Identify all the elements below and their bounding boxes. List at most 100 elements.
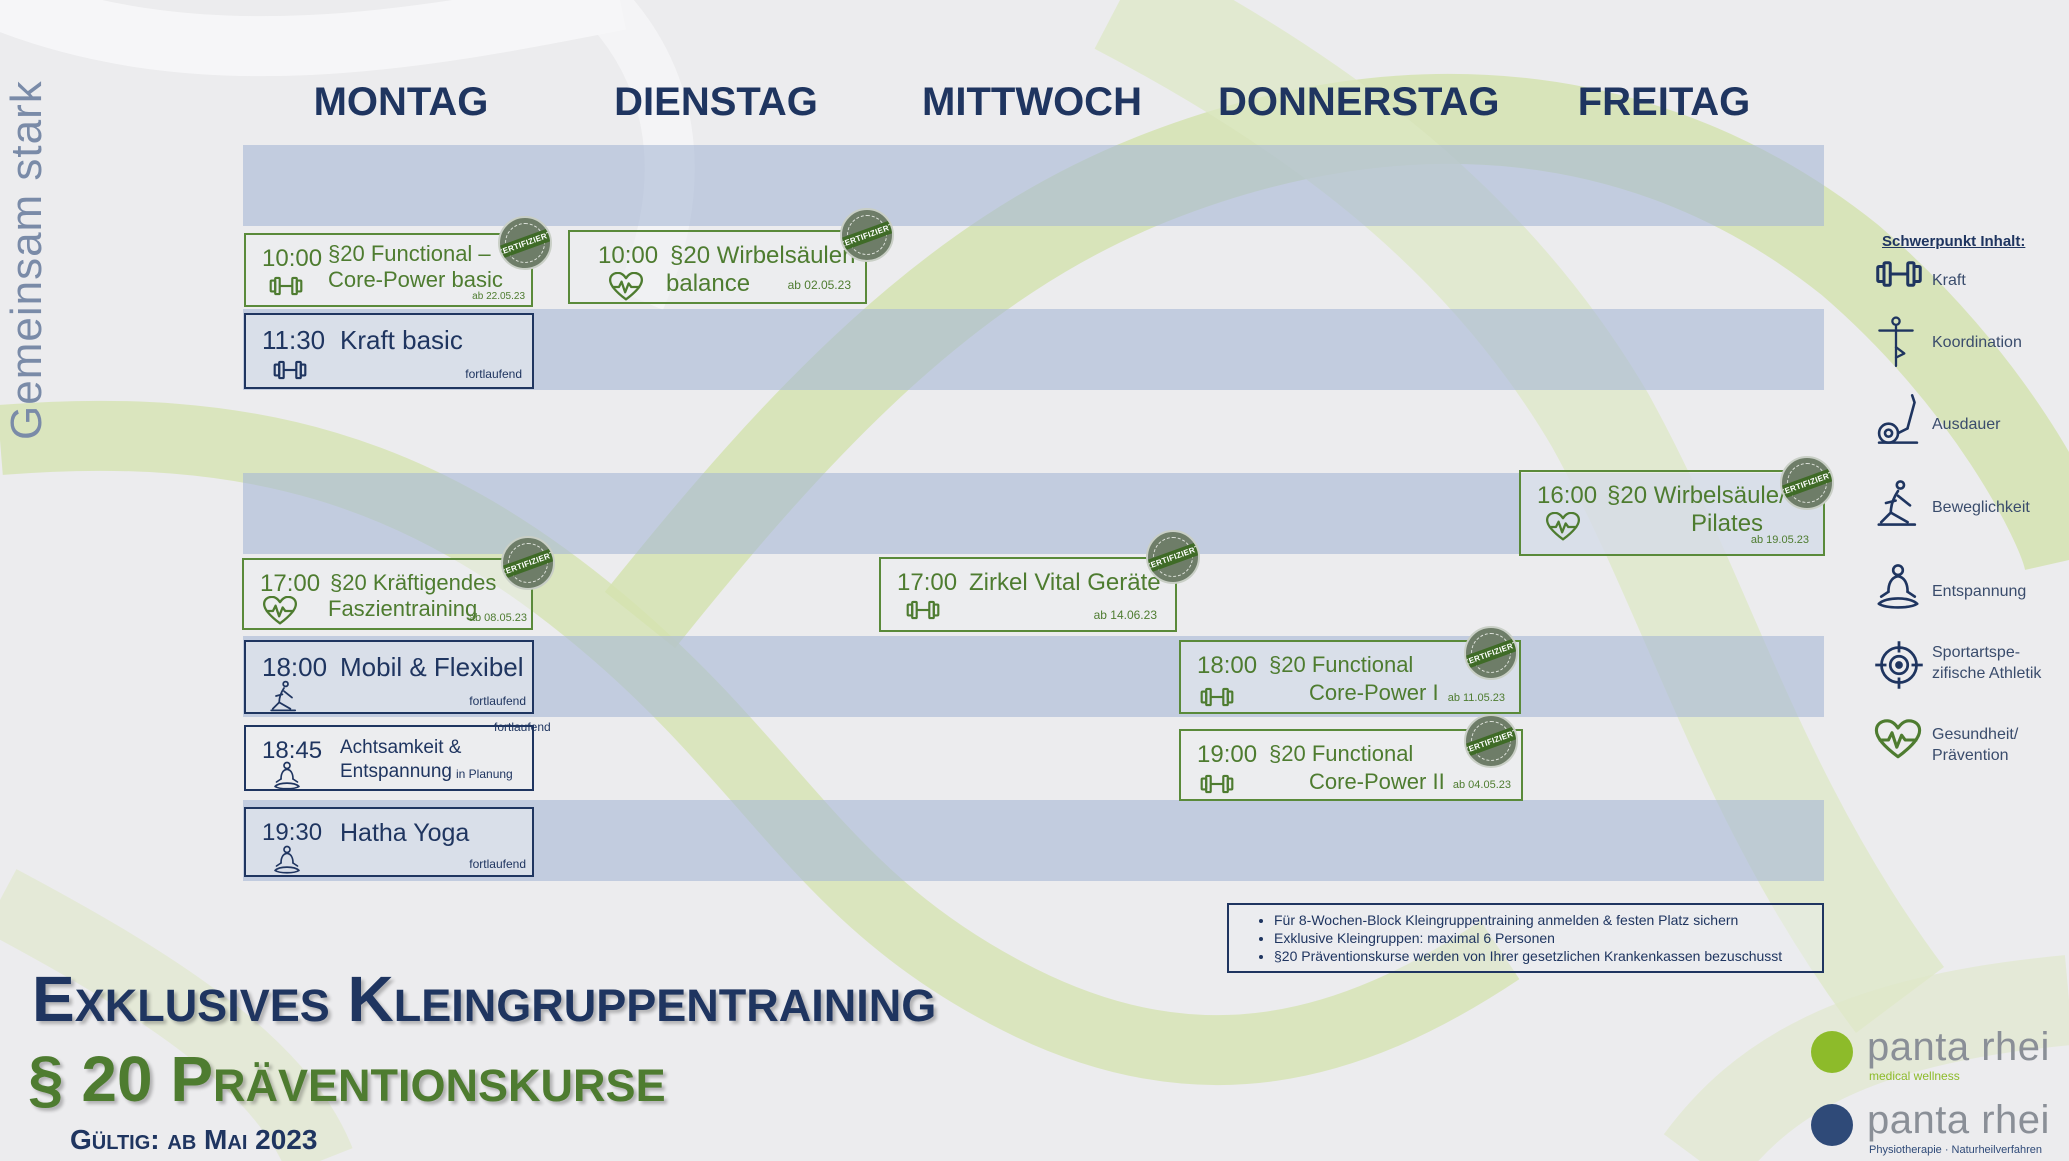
legend-label: Sportartspe- zifische Athletik xyxy=(1932,644,2042,682)
course-time: 16:00 xyxy=(1537,482,1598,509)
logo-name: panta rhei xyxy=(1867,1098,2050,1142)
balance-pose-icon xyxy=(1874,316,1918,368)
course-title: balance xyxy=(666,270,751,297)
logo-physiotherapie: panta rhei Physiotherapie · Naturheilver… xyxy=(1811,1098,2069,1158)
course-title: Entspannung xyxy=(340,761,452,782)
course-title: §20 Wirbelsäule/ xyxy=(1607,482,1786,509)
course-time: 10:00 xyxy=(262,245,323,272)
course-title: Zirkel Vital Geräte xyxy=(969,569,1161,596)
course-time: 18:00 xyxy=(262,652,328,682)
course-start-note: in Planung xyxy=(456,767,513,781)
meditation-icon xyxy=(272,761,302,791)
day-header-tuesday: DIENSTAG xyxy=(614,80,818,124)
course-title: Faszientraining xyxy=(328,596,478,621)
legend-label: Gesundheit/ Prävention xyxy=(1932,726,2019,764)
dumbbell-icon xyxy=(268,275,304,297)
certified-stamp: ZERTIFIZIERT xyxy=(840,208,894,262)
elliptical-trainer-icon xyxy=(1874,393,1922,445)
dumbbell-icon xyxy=(272,359,308,381)
course-start-note: ab 04.05.23 xyxy=(1452,779,1511,791)
certified-stamp: ZERTIFIZIERT xyxy=(501,536,555,590)
target-icon xyxy=(1874,640,1924,690)
course-title: Core-Power basic xyxy=(328,267,503,292)
course-card[interactable]: 18:00 Mobil & Flexibel fortlaufend xyxy=(244,640,534,714)
course-start-note: ab 11.05.23 xyxy=(1447,692,1505,704)
course-start-note: ab 22.05.23 xyxy=(472,291,525,302)
course-time: 18:00 xyxy=(1197,652,1258,679)
headline-sub: § 20 Präventionskurse xyxy=(28,1043,666,1115)
course-card[interactable]: 18:00 §20 Functional Core-Power I ab 11.… xyxy=(1179,640,1521,714)
day-header-thursday: DONNERSTAG xyxy=(1218,80,1500,124)
dumbbell-icon xyxy=(1874,258,1924,290)
heart-pulse-icon xyxy=(260,596,300,626)
day-header-monday: MONTAG xyxy=(313,80,489,124)
course-card[interactable]: 19:30 Hatha Yoga fortlaufend xyxy=(244,807,534,877)
day-header-friday: FREITAG xyxy=(1577,80,1751,124)
validity-note: Gültig: ab Mai 2023 xyxy=(70,1124,318,1155)
info-item: §20 Präventionskurse werden von Ihrer ge… xyxy=(1274,947,1822,965)
course-title: §20 Functional xyxy=(1269,652,1414,677)
stretch-icon xyxy=(268,680,300,712)
course-start-note: fortlaufend xyxy=(469,694,526,708)
logo-medical-wellness: panta rhei medical wellness xyxy=(1811,1025,2069,1085)
legend-item: Kraft xyxy=(1874,258,2064,314)
course-card[interactable]: 17:00 Zirkel Vital Geräte ab 14.06.23 xyxy=(879,557,1177,632)
course-card[interactable]: 10:00 §20 Wirbelsäulen- balance ab 02.05… xyxy=(568,230,867,304)
time-band xyxy=(243,145,1824,226)
course-start-note: fortlaufend xyxy=(465,367,522,381)
legend-item: Sportartspe- zifische Athletik xyxy=(1874,640,2064,696)
course-start-note: fortlaufend xyxy=(469,857,526,871)
course-start-note: ab 14.06.23 xyxy=(1093,608,1157,622)
headline-main: Exklusives Kleingruppentraining xyxy=(32,963,937,1035)
legend-item: Beweglichkeit xyxy=(1874,477,2064,533)
course-time: 19:30 xyxy=(262,819,323,846)
course-card[interactable]: 17:00 §20 Kräftigendes Faszientraining a… xyxy=(242,558,533,630)
course-time: 11:30 xyxy=(262,325,326,355)
logo-name: panta rhei xyxy=(1867,1025,2050,1069)
heart-pulse-icon xyxy=(606,272,646,302)
info-box: Für 8-Wochen-Block Kleingruppentraining … xyxy=(1227,903,1824,973)
course-time: 18:45 xyxy=(262,737,323,764)
course-title: Core-Power II xyxy=(1309,769,1445,794)
legend-title: Schwerpunkt Inhalt: xyxy=(1882,233,2026,250)
course-start-note: ab 02.05.23 xyxy=(787,278,851,292)
logo-mark xyxy=(1811,1104,1853,1146)
course-title: Hatha Yoga xyxy=(340,819,470,847)
course-start-note: ab 08.05.23 xyxy=(468,612,527,624)
course-title: §20 Functional xyxy=(1269,741,1414,766)
day-header-wednesday: MITTWOCH xyxy=(922,80,1142,124)
info-item: Für 8-Wochen-Block Kleingruppentraining … xyxy=(1274,911,1822,929)
logo-subtitle: Physiotherapie · Naturheilverfahren xyxy=(1869,1144,2043,1156)
legend-label: Koordination xyxy=(1932,334,2022,351)
course-title: Pilates xyxy=(1691,510,1764,537)
course-title: Core-Power I xyxy=(1309,680,1439,705)
meditation-icon xyxy=(272,845,302,875)
course-card[interactable]: 10:00 §20 Functional – Core-Power basic … xyxy=(244,233,533,307)
legend-item: Entspannung xyxy=(1874,562,2064,618)
legend-label: Beweglichkeit xyxy=(1932,499,2030,516)
legend-item: Koordination xyxy=(1874,316,2064,372)
legend-label: Entspannung xyxy=(1932,583,2027,600)
course-card[interactable]: 18:45 Achtsamkeit & Entspannung in Planu… xyxy=(244,725,534,791)
legend-item: Ausdauer xyxy=(1874,393,2064,449)
dumbbell-icon xyxy=(1199,773,1235,795)
legend-label: Ausdauer xyxy=(1932,416,2001,433)
course-card[interactable]: 16:00 §20 Wirbelsäule/ Pilates ab 19.05.… xyxy=(1519,470,1825,556)
course-card[interactable]: 11:30 Kraft basic fortlaufend xyxy=(244,313,534,389)
course-time: 17:00 xyxy=(260,570,321,597)
vertical-slogan: Gemeinsam stark xyxy=(2,80,51,440)
heart-pulse-icon xyxy=(1543,512,1583,542)
course-title: Achtsamkeit & xyxy=(340,737,462,758)
course-title: Mobil & Flexibel xyxy=(340,652,524,682)
certified-stamp: ZERTIFIZIERT xyxy=(498,216,552,270)
legend-item: Gesundheit/ Prävention xyxy=(1874,718,2064,774)
course-time: 19:00 xyxy=(1197,741,1258,768)
stretch-icon xyxy=(1874,477,1922,529)
course-title: Kraft basic xyxy=(340,325,463,355)
certified-stamp: ZERTIFIZIERT xyxy=(1146,530,1200,584)
course-title: §20 Wirbelsäulen- xyxy=(670,242,864,269)
info-item: Exklusive Kleingruppen: maximal 6 Person… xyxy=(1274,929,1822,947)
dumbbell-icon xyxy=(905,599,941,621)
course-start-note: fortlaufend xyxy=(494,720,551,734)
course-time: 17:00 xyxy=(897,569,958,596)
